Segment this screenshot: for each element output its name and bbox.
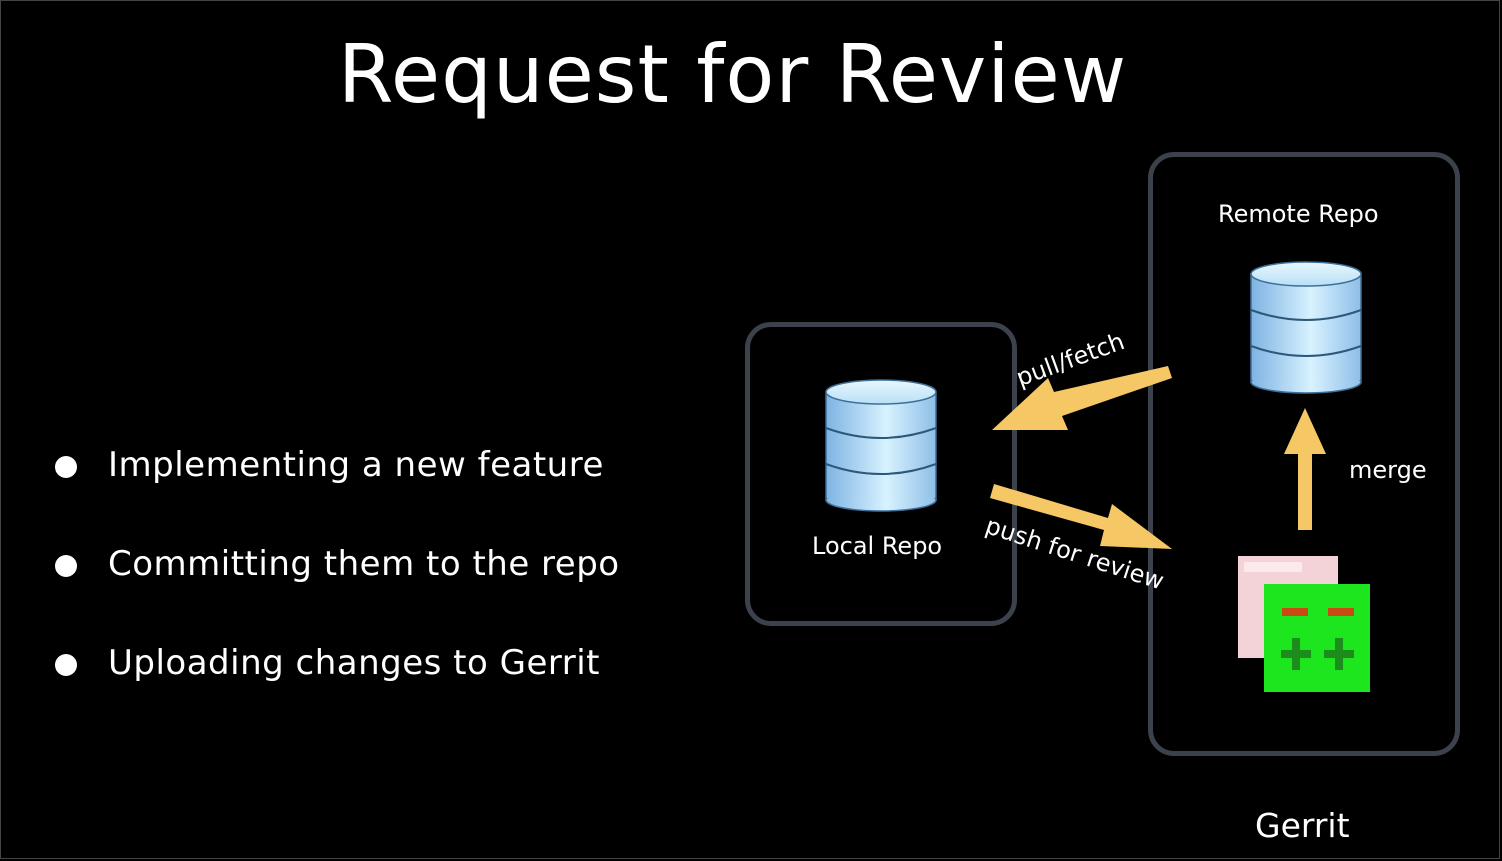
bullet-text: Uploading changes to Gerrit [108,643,601,683]
slide-title: Request for Review [337,28,1128,121]
bullet-text: Implementing a new feature [108,445,604,485]
bullet-dot-icon [55,654,77,676]
change-documents-icon [1238,556,1370,692]
push-for-review-arrow-icon [990,484,1172,549]
bullet-item: Implementing a new feature [55,440,620,539]
local-repo-box [745,322,1017,626]
bullet-dot-icon [55,555,77,577]
remote-repo-database-icon [1250,261,1362,394]
gerrit-box [1148,152,1460,756]
bullet-item: Committing them to the repo [55,539,620,638]
merge-arrow-icon [1284,408,1326,530]
bullet-text: Committing them to the repo [108,544,620,584]
merge-label: merge [1349,456,1427,484]
bullet-dot-icon [55,456,77,478]
pull-fetch-arrow-icon [992,366,1172,430]
gerrit-label: Gerrit [1255,806,1350,845]
local-repo-label: Local Repo [812,532,943,560]
bullet-item: Uploading changes to Gerrit [55,638,620,737]
remote-repo-label: Remote Repo [1218,200,1379,228]
bullet-list: Implementing a new feature Committing th… [55,440,620,737]
local-repo-database-icon [825,379,937,512]
